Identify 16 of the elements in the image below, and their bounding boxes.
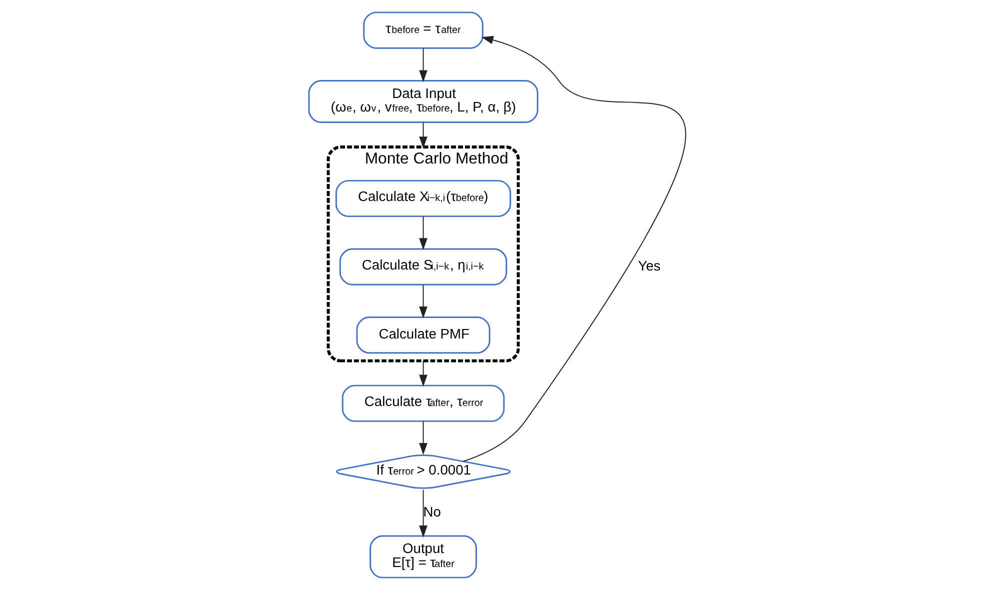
node-box: Calculate PMF xyxy=(356,316,490,354)
arrow xyxy=(419,284,428,318)
node-box: Output E[τ] = τafter xyxy=(370,535,477,578)
node-box: Data Input (ωe, ωv, vfree, τbefore, L, P, α, β) xyxy=(308,80,538,124)
arrow xyxy=(419,48,428,82)
arrow xyxy=(419,420,428,455)
arrow xyxy=(462,36,686,462)
edge-label: Yes xyxy=(638,257,661,274)
arrow xyxy=(419,216,428,250)
node-box: Calculate Si,i−k, ηi,i−k xyxy=(339,248,508,286)
node-box: Calculate Xi−k,i(τbefore) xyxy=(335,180,512,218)
arrow xyxy=(419,489,428,538)
edge-label: No xyxy=(423,503,441,520)
node-box: τbefore = τafter xyxy=(363,12,484,49)
arrow xyxy=(419,360,428,387)
arrow xyxy=(419,122,428,149)
